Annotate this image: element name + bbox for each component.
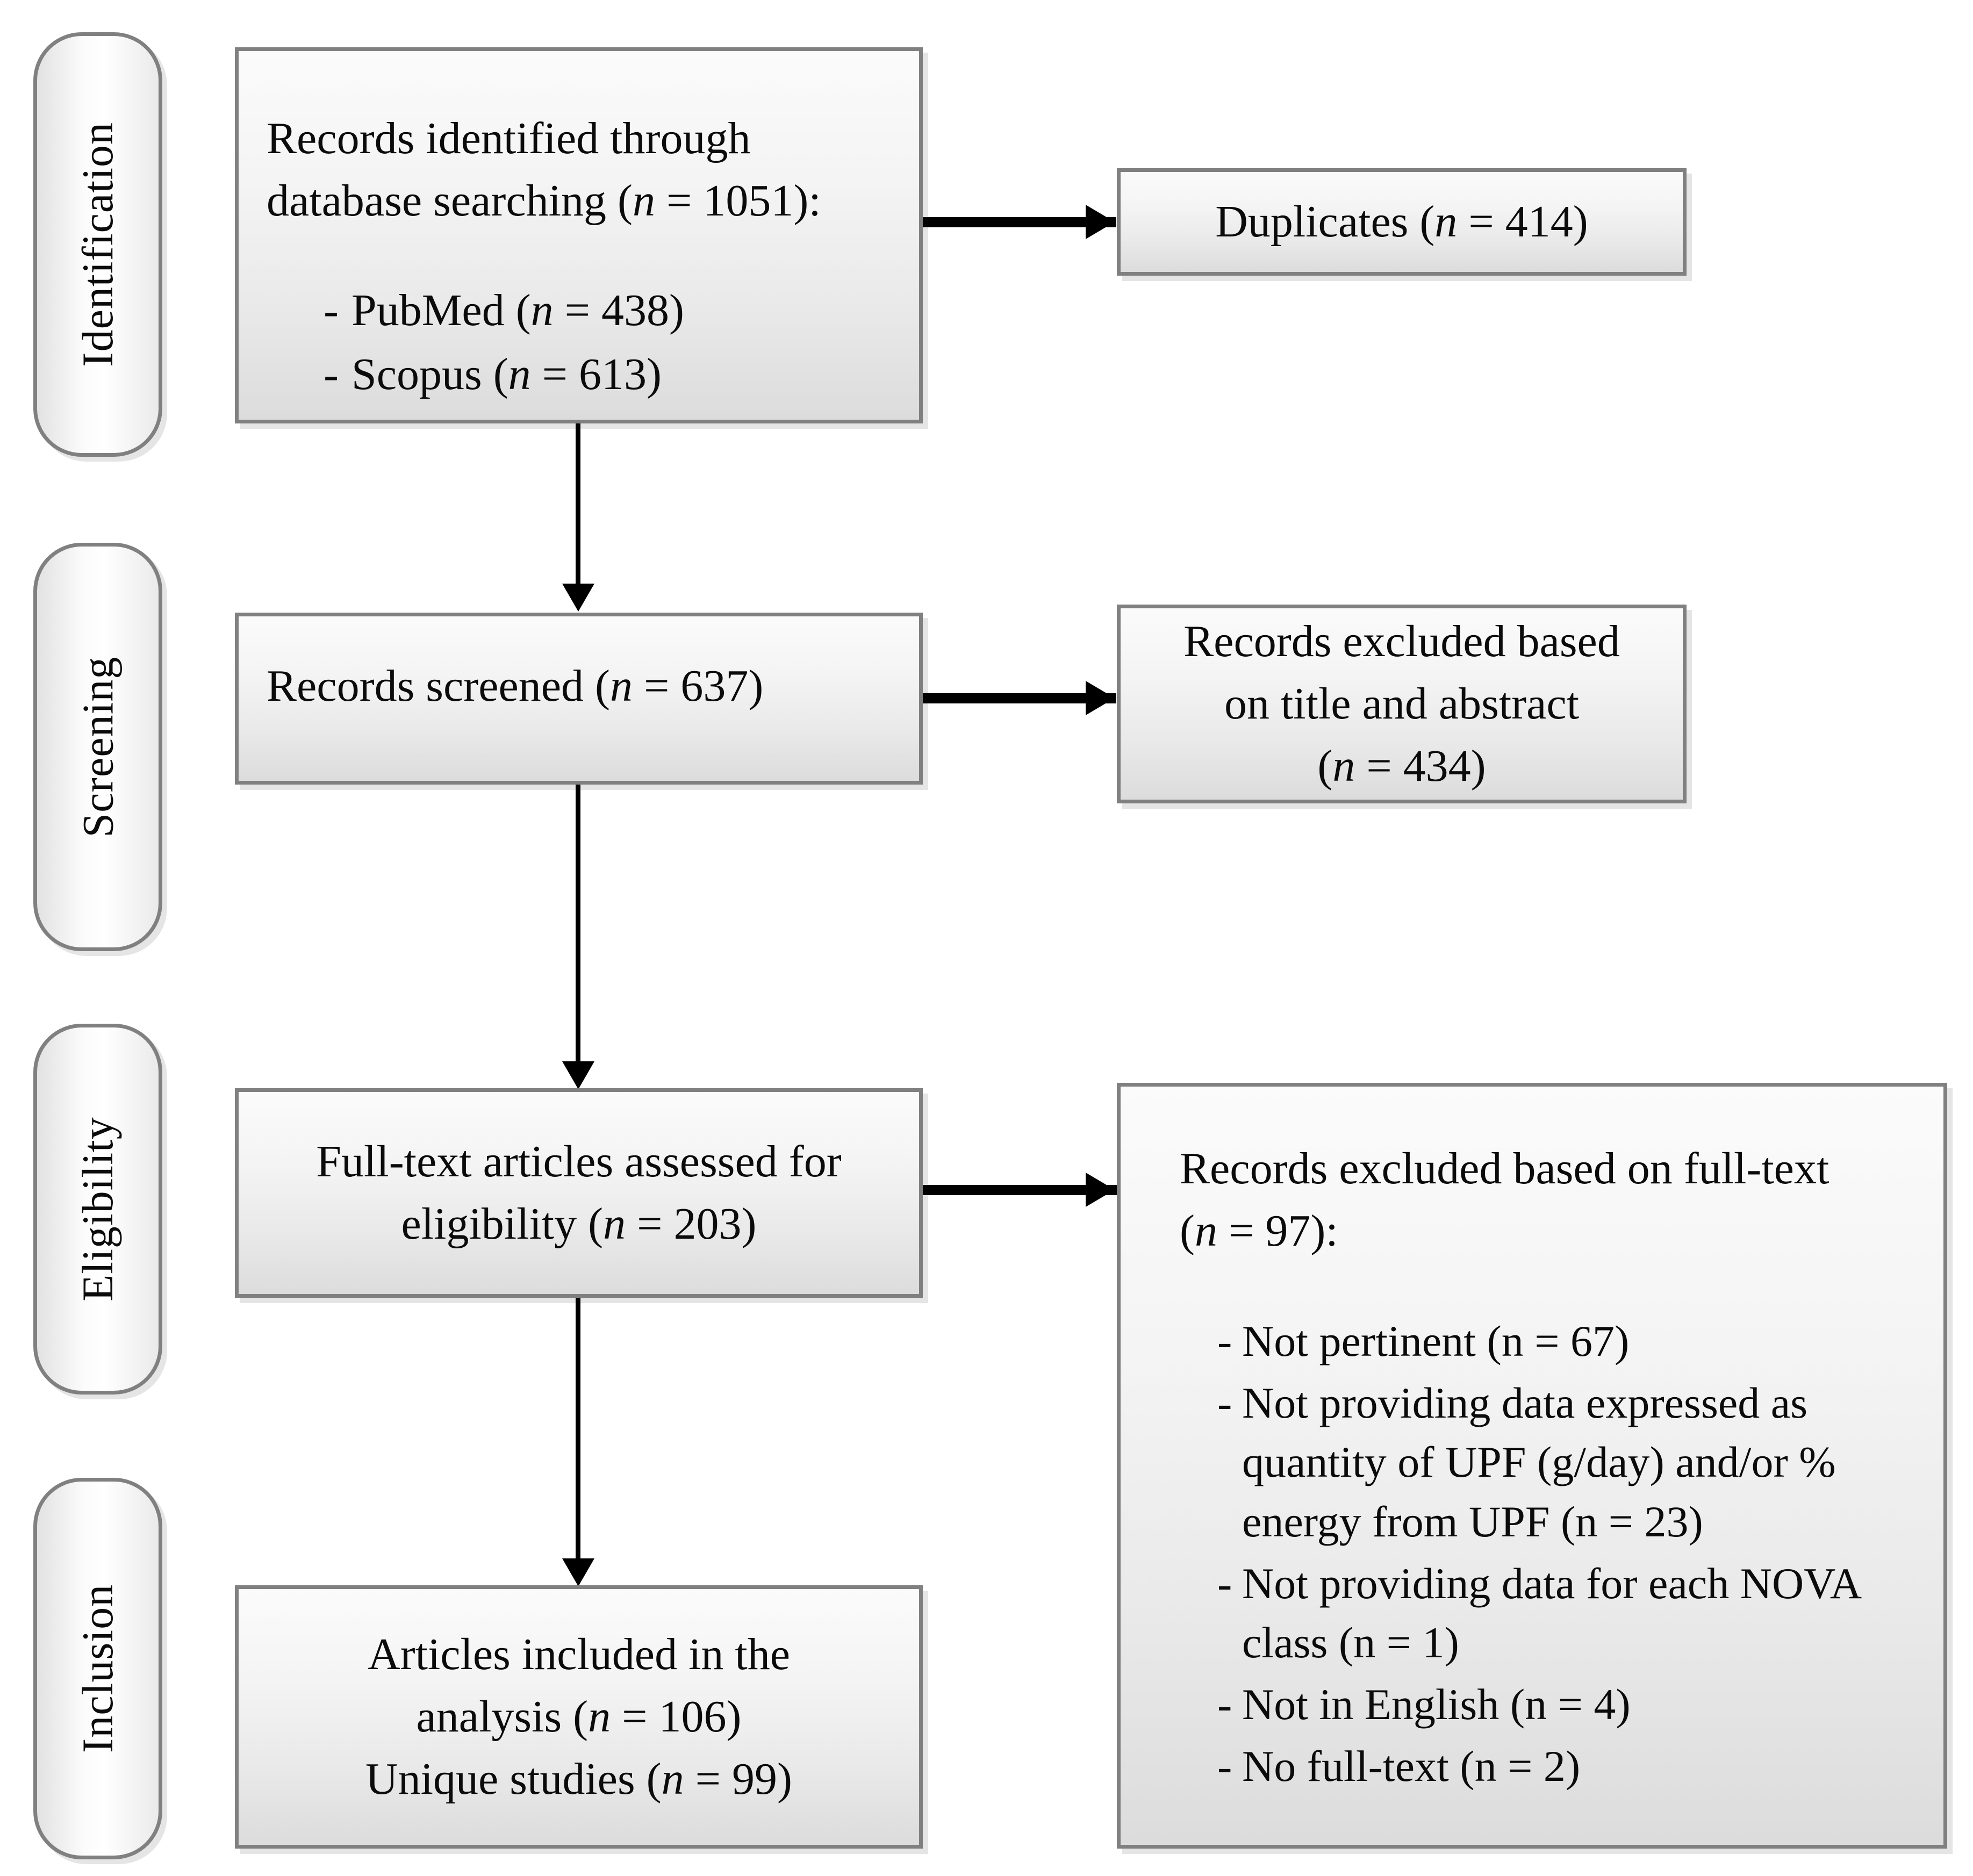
reason-text: Not pertinent (n = 67) [1242,1316,1630,1365]
stage-pill-inclusion: Inclusion [33,1478,162,1859]
bullet-dash: - [1217,1558,1232,1608]
box-fulltext-assessed: Full-text articles assessed for eligibil… [235,1088,923,1298]
stage-label-identification: Identification [73,122,122,367]
connector-screened-to-excluded [923,693,1116,703]
records-identified-line2: database searching (n = 1051): [267,175,821,226]
reason-text: Not providing data expressed as quantity… [1242,1378,1836,1546]
italic-n: n [1434,197,1458,247]
excluded-ta-line1: Records excluded based [1183,616,1620,667]
bullet-dash: - [1217,1316,1232,1365]
excluded-fulltext-heading: Records excluded based on full-text (n =… [1121,1087,1943,1262]
fulltext-line1: Full-text articles assessed for [316,1137,842,1187]
duplicates-text: Duplicates (n = 414) [1215,197,1588,247]
stage-label-eligibility: Eligibility [73,1117,123,1302]
included-line2: analysis (n = 106) [416,1692,742,1742]
included-line1: Articles included in the [367,1629,791,1680]
records-identified-line1: Records identified through [267,113,751,163]
box-records-screened: Records screened (n = 637) [235,613,923,785]
connector-identified-to-duplicates [923,217,1116,227]
box-records-identified: Records identified through database sear… [235,47,923,423]
articles-included-text: Articles included in the analysis (n = 1… [239,1623,919,1810]
records-screened-text: Records screened (n = 637) [267,661,764,711]
box-articles-included: Articles included in the analysis (n = 1… [235,1585,923,1849]
fulltext-line2: eligibility (n = 203) [401,1199,757,1249]
list-item-reason: - Not in English (n = 4) [1217,1675,1900,1735]
bullet-dash: - [1217,1741,1232,1791]
list-item-reason: - Not providing data for each NOVA class… [1217,1554,1900,1673]
excluded-ta-line3: (n = 434) [1317,741,1486,791]
italic-n: n [632,175,655,226]
box-duplicates: Duplicates (n = 414) [1117,168,1687,276]
box-excluded-fulltext: Records excluded based on full-text (n =… [1117,1083,1947,1849]
box-excluded-title-abstract: Records excluded based on title and abst… [1117,605,1687,803]
list-item-reason: - Not pertinent (n = 67) [1217,1312,1900,1371]
reason-text: No full-text (n = 2) [1242,1741,1581,1791]
list-item-reason: - No full-text (n = 2) [1217,1737,1900,1796]
fulltext-assessed-text: Full-text articles assessed for eligibil… [239,1131,919,1255]
bullet-dash: - [324,349,339,400]
arrowhead-to-excluded-fulltext [1086,1173,1115,1207]
included-line3: Unique studies (n = 99) [365,1753,792,1804]
connector-identified-to-screened [576,423,580,601]
list-item-pubmed: - PubMed (n = 438) [324,278,919,342]
list-item-reason: - Not providing data expressed as quanti… [1217,1374,1900,1552]
italic-n: n [661,1753,684,1804]
excluded-title-abstract-text: Records excluded based on title and abst… [1121,610,1683,797]
arrowhead-to-fulltext [562,1061,594,1089]
arrowhead-to-included [562,1558,594,1586]
connector-fulltext-to-included [576,1298,580,1580]
records-identified-text: Records identified through database sear… [239,51,919,232]
bullet-dash: - [1217,1679,1232,1729]
italic-n: n [588,1692,611,1742]
excluded-ta-line2: on title and abstract [1224,679,1580,729]
scopus-count: Scopus (n = 613) [351,349,662,400]
identification-source-list: - PubMed (n = 438) - Scopus (n = 613) [239,278,919,407]
italic-n: n [1194,1205,1217,1256]
stage-pill-identification: Identification [33,32,162,457]
list-item-scopus: - Scopus (n = 613) [324,342,919,406]
stage-pill-screening: Screening [33,543,162,951]
pubmed-count: PubMed (n = 438) [351,285,685,335]
arrowhead-to-excluded-title-abstract [1086,681,1115,715]
stage-pill-eligibility: Eligibility [33,1024,162,1395]
bullet-dash: - [1217,1378,1232,1427]
italic-n: n [508,349,531,400]
arrowhead-to-screened [562,584,594,612]
italic-n: n [1332,741,1355,791]
italic-n: n [603,1199,626,1249]
italic-n: n [610,661,633,711]
bullet-dash: - [324,285,339,335]
excluded-ft-line1: Records excluded based on full-text [1180,1144,1829,1194]
stage-label-screening: Screening [73,656,123,838]
stage-label-inclusion: Inclusion [73,1584,122,1753]
connector-screened-to-fulltext [576,785,580,1083]
reason-text: Not in English (n = 4) [1242,1679,1631,1729]
reason-text: Not providing data for each NOVA class (… [1242,1558,1860,1667]
italic-n: n [530,285,554,335]
excluded-ft-line2: (n = 97): [1180,1205,1338,1256]
connector-fulltext-to-excluded [923,1185,1119,1195]
exclusion-reasons-list: - Not pertinent (n = 67) - Not providing… [1121,1312,1943,1799]
arrowhead-to-duplicates [1086,205,1115,239]
